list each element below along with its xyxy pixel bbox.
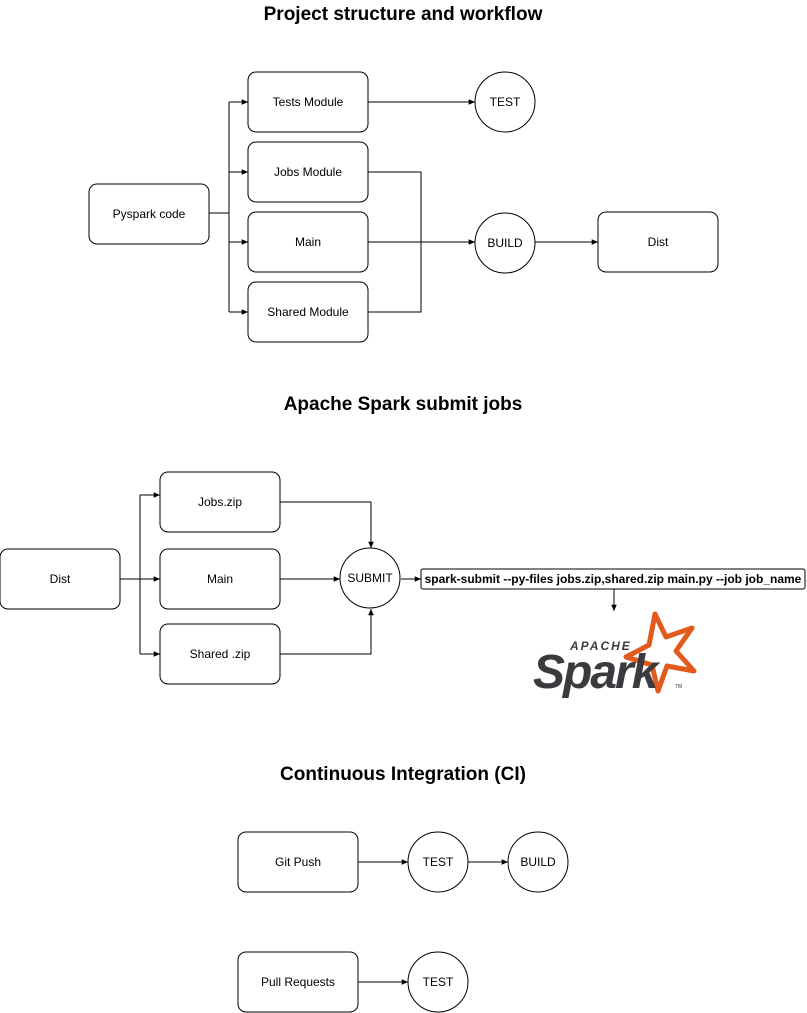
node-submit[interactable]: SUBMIT (339, 547, 401, 609)
node-jobs-module[interactable]: Jobs Module (247, 141, 369, 203)
node-pull-requests[interactable]: Pull Requests (237, 951, 359, 1013)
spark-star-icon (623, 611, 697, 694)
node-git-push[interactable]: Git Push (237, 831, 359, 893)
node-ci-test-push[interactable]: TEST (407, 831, 469, 893)
edge-shared-merge (368, 242, 422, 313)
node-tests-module-label: Tests Module (273, 95, 344, 109)
node-jobs-zip[interactable]: Jobs.zip (159, 471, 281, 533)
node-ci-build-label: BUILD (520, 855, 556, 869)
node-ci-test-pr[interactable]: TEST (407, 951, 469, 1013)
ci-section-title: Continuous Integration (CI) (280, 764, 526, 785)
ci-edges (358, 859, 508, 985)
node-ci-test-pr-label: TEST (423, 975, 454, 989)
logo-apache-text: APACHE (569, 639, 632, 653)
logo-spark-text: Spark (533, 646, 661, 699)
node-jobs-module-label: Jobs Module (274, 165, 342, 179)
project-edges (209, 99, 598, 315)
node-test-label: TEST (490, 95, 521, 109)
node-jobs-zip-label: Jobs.zip (198, 495, 242, 509)
node-main-label: Main (295, 235, 321, 249)
edge-shared-zip-to-submit (280, 609, 374, 655)
project-section-title: Project structure and workflow (264, 4, 543, 25)
node-spark-main[interactable]: Main (159, 548, 281, 610)
node-command[interactable]: spark-submit --py-files jobs.zip,shared.… (420, 568, 806, 590)
node-spark-dist[interactable]: Dist (0, 548, 121, 610)
node-ci-test-push-label: TEST (423, 855, 454, 869)
spark-submit-command: spark-submit --py-files jobs.zip,shared.… (425, 572, 802, 586)
node-submit-label: SUBMIT (347, 571, 393, 585)
node-spark-dist-label: Dist (50, 572, 71, 586)
node-git-push-label: Git Push (275, 855, 321, 869)
node-pyspark-code-label: Pyspark code (113, 207, 186, 221)
node-test[interactable]: TEST (474, 71, 536, 133)
node-pyspark-code[interactable]: Pyspark code (88, 183, 210, 245)
node-dist[interactable]: Dist (597, 211, 719, 273)
node-shared-module[interactable]: Shared Module (247, 281, 369, 343)
edge-jobs-zip-to-submit (280, 501, 374, 548)
node-spark-main-label: Main (207, 572, 233, 586)
logo-tm-text: TM (675, 684, 682, 690)
node-dist-label: Dist (648, 235, 669, 249)
node-main[interactable]: Main (247, 211, 369, 273)
apache-spark-logo: APACHE Spark TM (533, 611, 697, 699)
node-shared-zip[interactable]: Shared .zip (159, 623, 281, 685)
node-build-label: BUILD (487, 236, 523, 250)
node-tests-module[interactable]: Tests Module (247, 71, 369, 133)
node-shared-zip-label: Shared .zip (190, 647, 251, 661)
node-ci-build[interactable]: BUILD (507, 831, 569, 893)
edge-jobs-merge (368, 171, 422, 242)
spark-edges (120, 492, 617, 657)
node-pull-requests-label: Pull Requests (261, 975, 335, 989)
node-shared-module-label: Shared Module (267, 305, 349, 319)
node-build[interactable]: BUILD (474, 212, 536, 274)
spark-section-title: Apache Spark submit jobs (284, 394, 523, 415)
